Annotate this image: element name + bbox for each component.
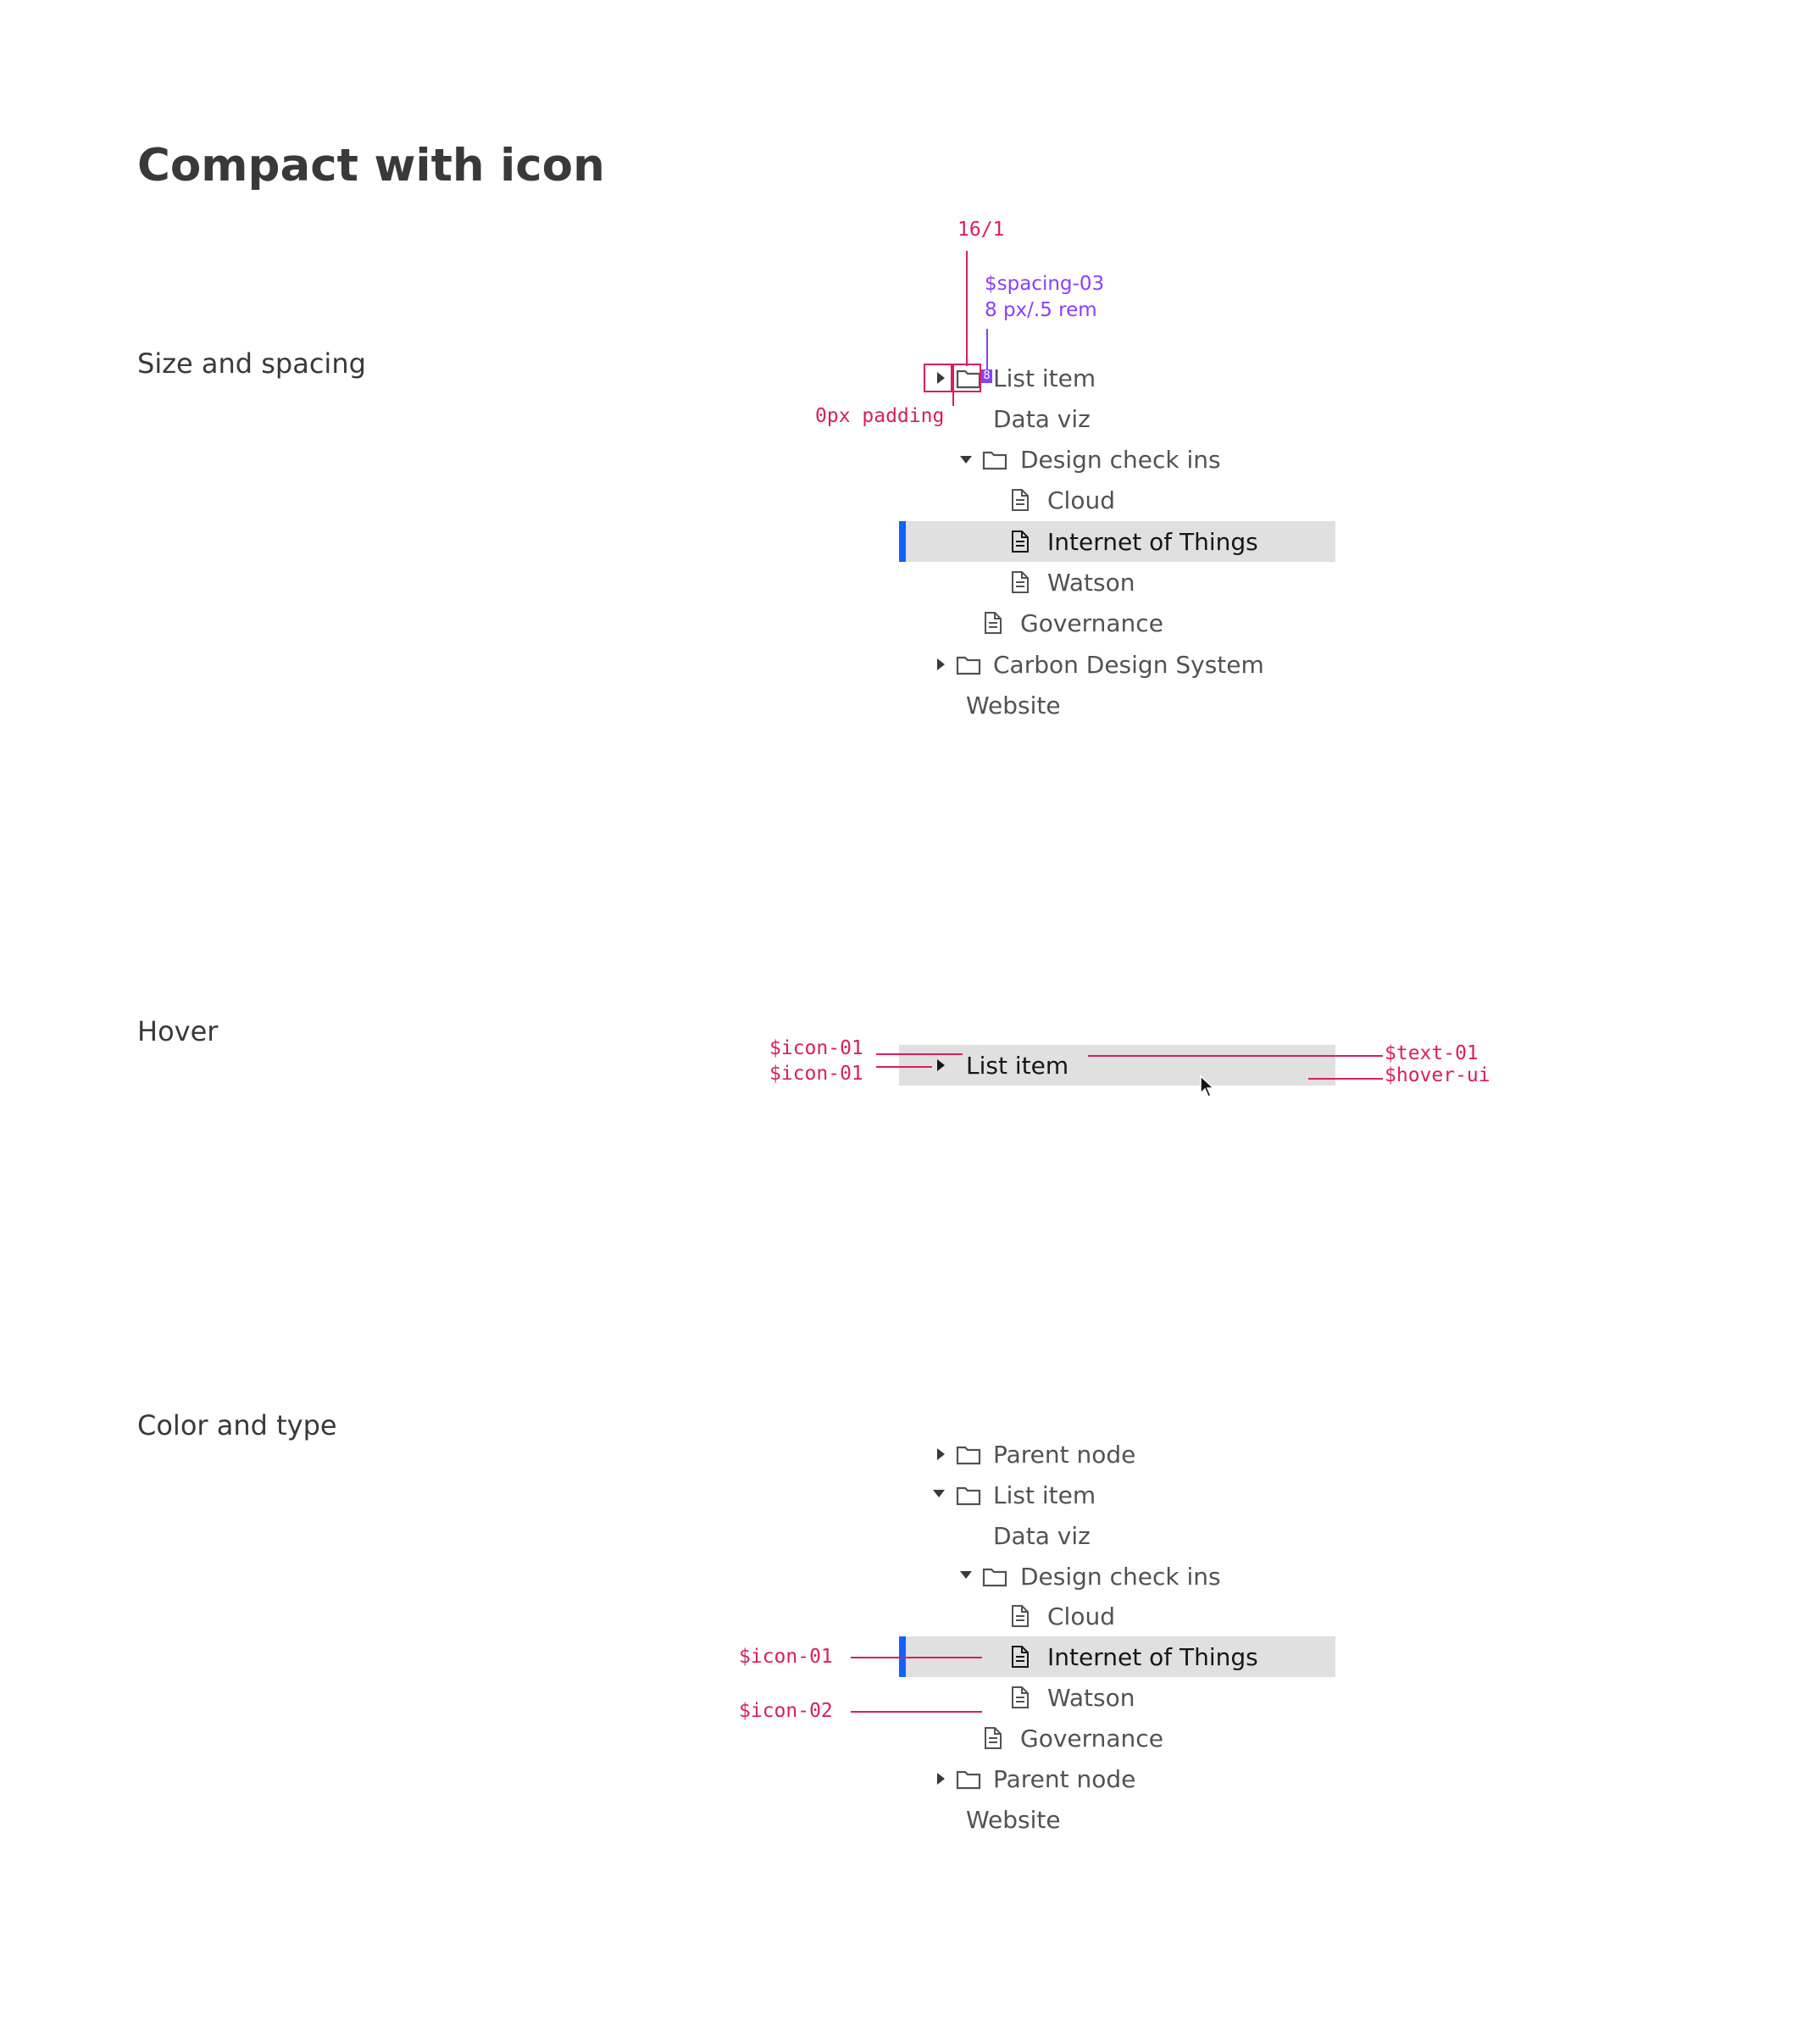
tree-node-text: Internet of Things (1047, 527, 1258, 556)
annotation-hover-ui: $hover-ui (1385, 1064, 1490, 1086)
annotation-line (966, 251, 968, 366)
tree-node-text: Data viz (993, 404, 1091, 433)
section-label-size: Size and spacing (137, 347, 366, 380)
tree-node-text: Governance (1020, 1724, 1163, 1752)
caret-right-icon[interactable] (932, 369, 949, 386)
tree-node-text: Design check ins (1020, 1562, 1221, 1591)
tree-node-text: Watson (1047, 568, 1135, 597)
tree-node-text: Governance (1020, 608, 1163, 637)
selected-row-indicator (899, 521, 906, 562)
tree-node-label[interactable]: Parent node (993, 1434, 1135, 1475)
annotation-line (1308, 1078, 1383, 1080)
tree-node-text: List item (966, 1051, 1069, 1080)
tree-node-label[interactable]: Data viz (993, 398, 1091, 439)
folder-icon (956, 1446, 981, 1465)
annotation-icon-size: 16/1 (957, 219, 1005, 241)
tree-node-label[interactable]: Internet of Things (1047, 521, 1258, 562)
hover-tree-node[interactable]: List item (966, 1045, 1068, 1086)
annotation-box (924, 364, 952, 392)
caret-down-icon[interactable] (957, 451, 974, 468)
annotation-color-icon-02: $icon-02 (739, 1700, 833, 1722)
tree-node-label[interactable]: Watson (1047, 1677, 1135, 1718)
tree-node-text: List item (993, 364, 1096, 392)
annotation-line (1088, 1055, 1383, 1057)
folder-icon (982, 1568, 1007, 1587)
tree-node-text: Website (966, 691, 1061, 719)
tree-node-text: Internet of Things (1047, 1642, 1258, 1671)
document-icon (1012, 571, 1029, 593)
annotation-padding: 0px padding (815, 405, 945, 427)
annotation-hover-icon-b: $icon-01 (769, 1063, 863, 1085)
tree-node-label[interactable]: Governance (1020, 603, 1163, 643)
tree-node-text: Cloud (1047, 1602, 1115, 1630)
tree-node-label[interactable]: Parent node (993, 1758, 1135, 1799)
tree-node-text: Cloud (1047, 486, 1115, 514)
document-icon (985, 612, 1002, 634)
spacing-badge: 8 (981, 369, 992, 383)
caret-down-icon[interactable] (930, 1485, 947, 1502)
tree-node-label[interactable]: Design check ins (1020, 1556, 1221, 1597)
folder-icon (956, 656, 981, 675)
tree-node-label[interactable]: Carbon Design System (993, 644, 1264, 685)
annotation-line (876, 1053, 963, 1055)
document-icon (1012, 1686, 1029, 1708)
tree-node-label[interactable]: Data viz (993, 1515, 1091, 1556)
annotation-hover-text: $text-01 (1385, 1042, 1479, 1064)
caret-down-icon[interactable] (957, 1566, 974, 1583)
document-icon (1012, 530, 1029, 553)
tree-node-label[interactable]: Cloud (1047, 1596, 1115, 1636)
tree-node-label[interactable]: Website (966, 685, 1061, 725)
tree-node-label[interactable]: Cloud (1047, 480, 1115, 520)
tree-node-label[interactable]: Internet of Things (1047, 1636, 1258, 1677)
tree-node-text: Parent node (993, 1764, 1136, 1793)
annotation-hover-icon-a: $icon-01 (769, 1037, 863, 1059)
tree-node-text: Website (966, 1805, 1061, 1834)
document-icon (1012, 489, 1029, 511)
tree-node-label[interactable]: Watson (1047, 562, 1135, 603)
section-label-hover: Hover (137, 1015, 219, 1047)
annotation-color-icon-01: $icon-01 (739, 1646, 833, 1668)
document-icon (1012, 1605, 1029, 1627)
annotation-box (952, 364, 981, 392)
tree-node-text: Parent node (993, 1440, 1136, 1469)
tree-node-label[interactable]: Governance (1020, 1718, 1163, 1758)
caret-right-icon[interactable] (932, 1770, 949, 1787)
tree-node-text: Design check ins (1020, 445, 1221, 474)
annotation-spacing-value: 8 px/.5 rem (985, 299, 1097, 321)
annotation-line (876, 1066, 932, 1068)
annotation-spacing-token: $spacing-03 (985, 273, 1105, 295)
selected-row-bg (899, 521, 1335, 562)
caret-right-icon[interactable] (932, 1446, 949, 1463)
folder-icon (956, 1486, 981, 1506)
tree-node-text: Carbon Design System (993, 650, 1264, 679)
annotation-line (952, 392, 954, 406)
document-icon (1012, 1646, 1029, 1668)
page-title: Compact with icon (137, 140, 605, 192)
tree-node-text: Watson (1047, 1683, 1135, 1712)
folder-icon (956, 1770, 981, 1790)
caret-right-icon[interactable] (932, 656, 949, 673)
document-icon (985, 1727, 1002, 1749)
cursor-icon (1200, 1075, 1215, 1097)
annotation-line (851, 1657, 982, 1658)
tree-node-label[interactable]: List item (993, 358, 1096, 398)
tree-node-label[interactable]: Website (966, 1799, 1061, 1840)
caret-right-icon[interactable] (932, 1057, 949, 1074)
tree-node-text: Data viz (993, 1521, 1091, 1550)
tree-node-label[interactable]: Design check ins (1020, 439, 1221, 480)
hover-row-bg (899, 1045, 1335, 1086)
tree-node-text: List item (993, 1480, 1096, 1509)
annotation-line (851, 1711, 982, 1713)
folder-icon (982, 451, 1007, 470)
annotation-line (986, 329, 988, 369)
tree-node-label[interactable]: List item (993, 1475, 1096, 1515)
section-label-color: Color and type (137, 1409, 337, 1441)
